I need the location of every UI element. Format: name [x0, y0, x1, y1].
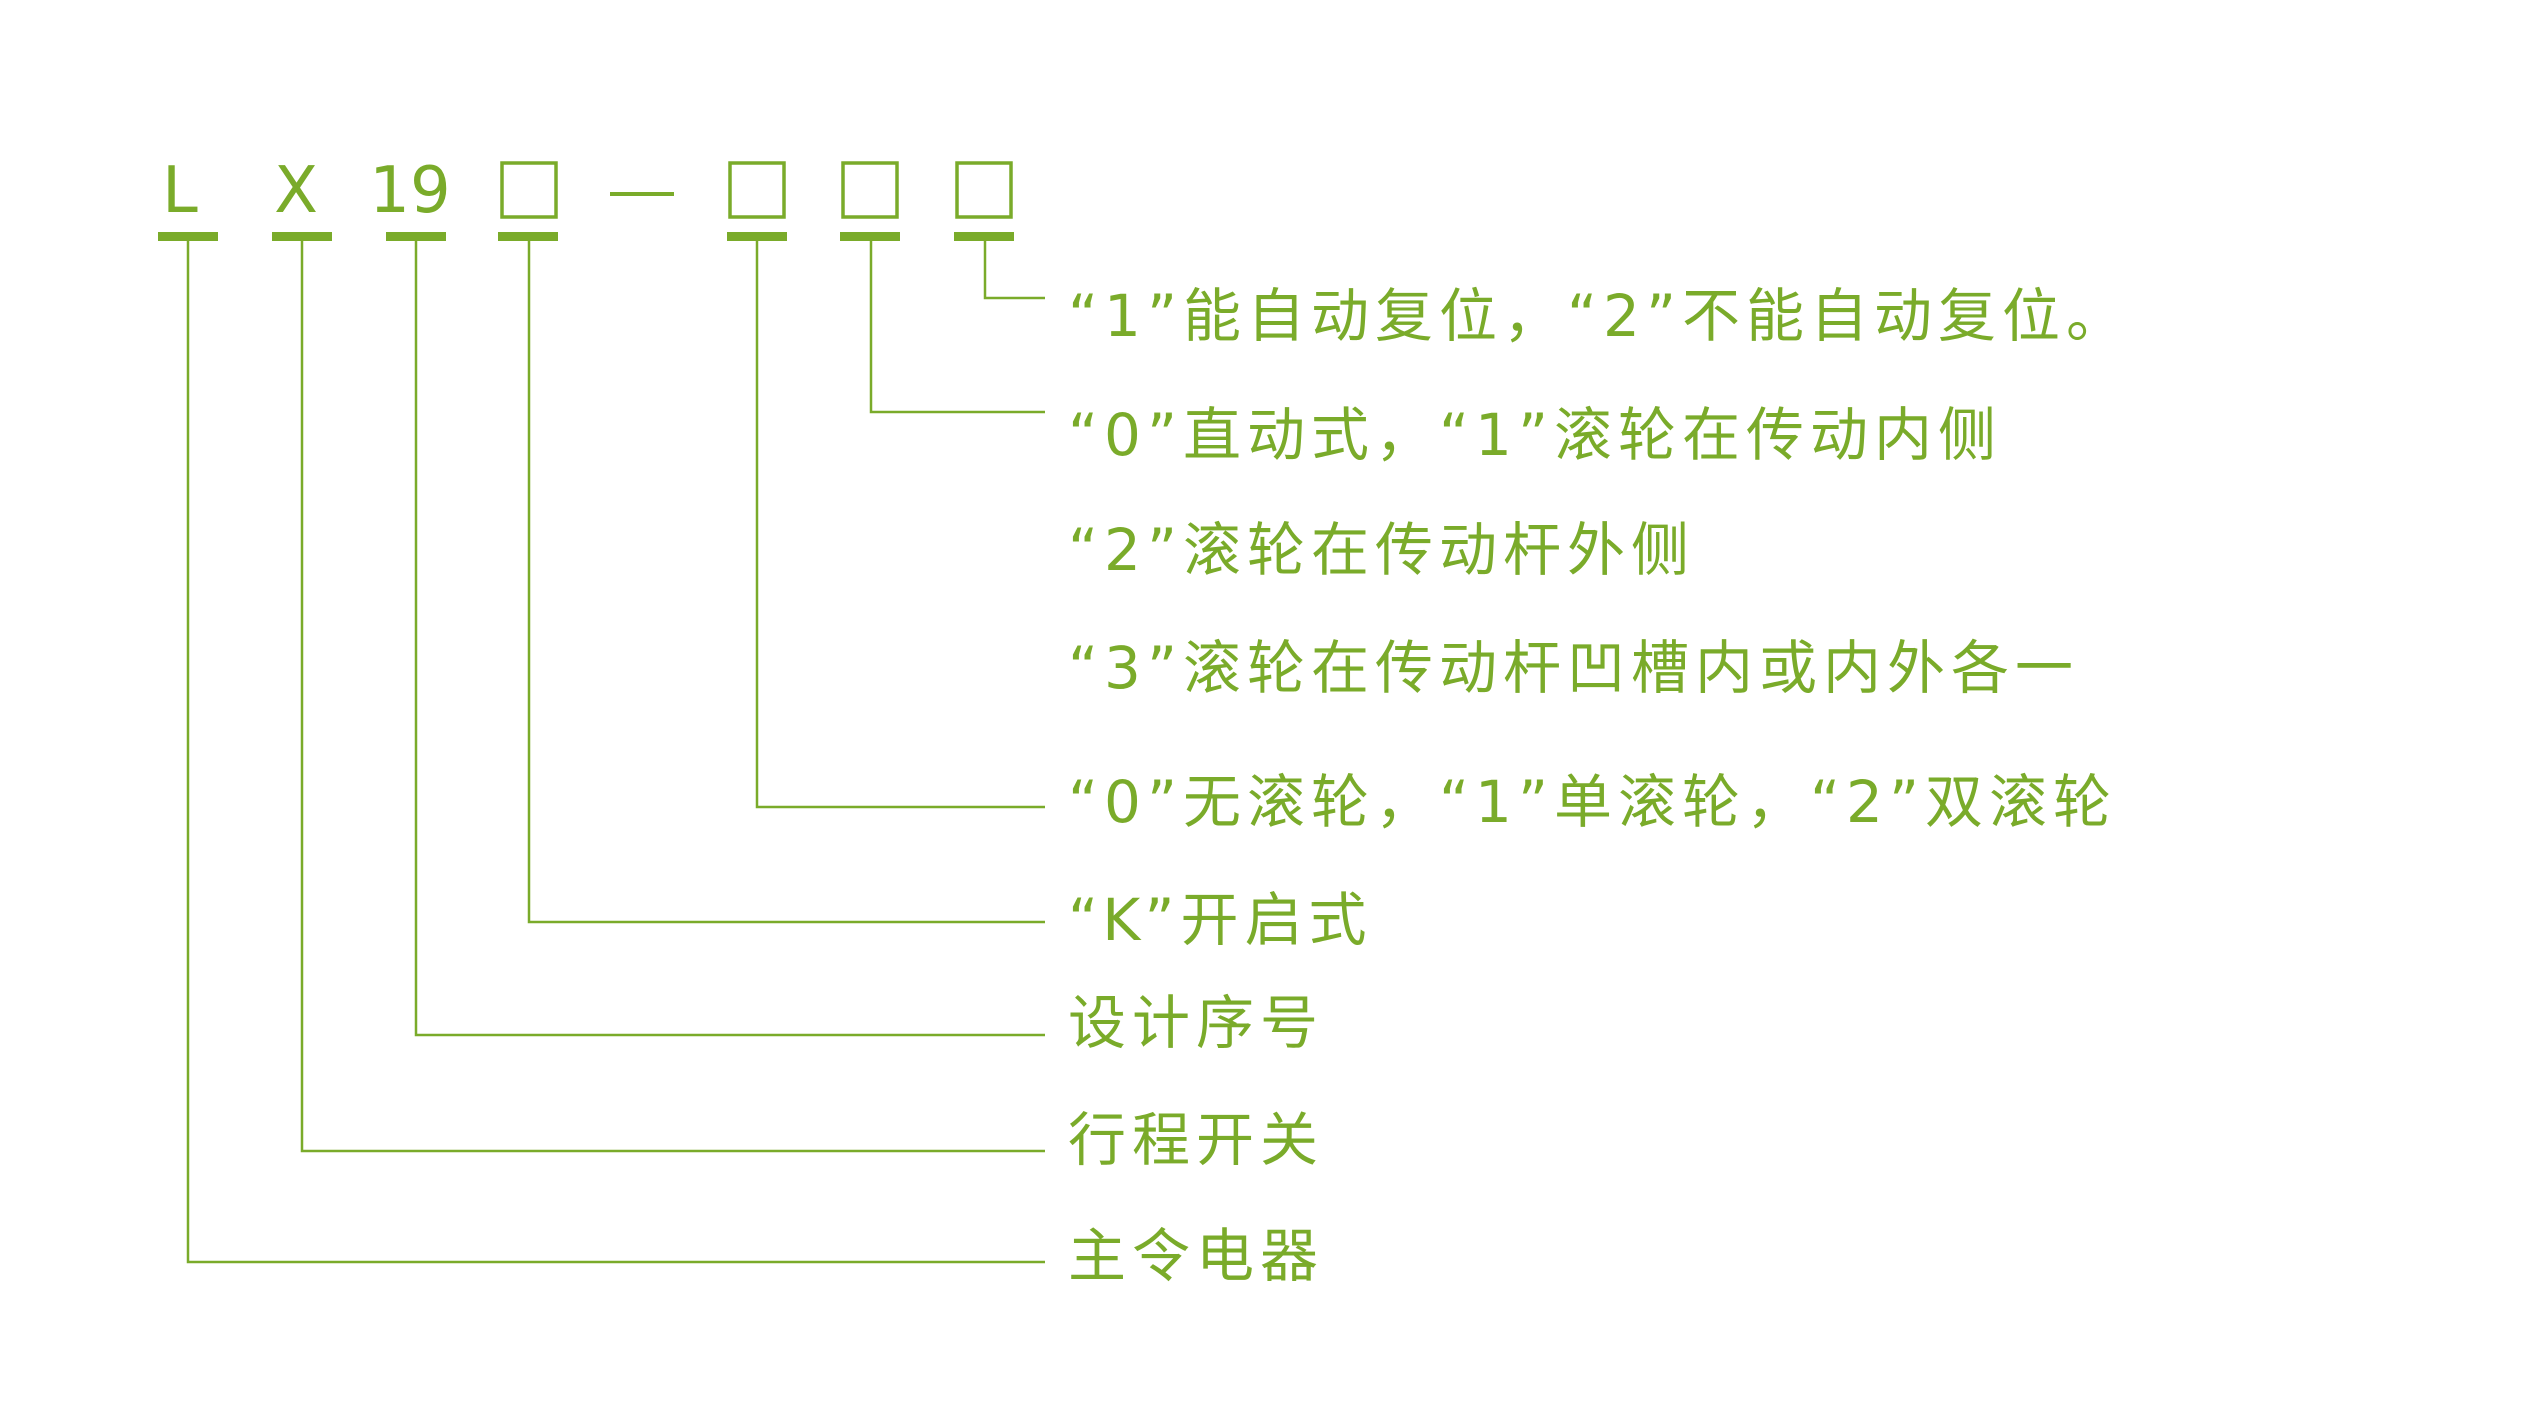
label-master-switch: 主令电器: [1068, 1222, 1324, 1290]
connector-line: [527, 241, 1045, 924]
connector-line: [755, 241, 1045, 809]
label-reset-mode: “1”能自动复位，“2”不能自动复位。: [1068, 282, 2130, 350]
placeholder-box-3: [841, 161, 899, 219]
connector-line: [300, 241, 1045, 1153]
label-drive-type-0-1: “0”直动式，“1”滚轮在传动内侧: [1068, 401, 2002, 469]
underline-bar: [954, 232, 1014, 241]
code-letter-l: L: [162, 154, 198, 228]
label-design-number: 设计序号: [1068, 989, 1324, 1057]
connector-line: [186, 241, 1045, 1264]
label-roller-count: “0”无滚轮，“1”单滚轮，“2”双滚轮: [1068, 768, 2117, 836]
placeholder-box-2: [728, 161, 786, 219]
label-open-type: “K”开启式: [1068, 886, 1373, 954]
underline-bar: [840, 232, 900, 241]
underline-bar: [386, 232, 446, 241]
connector-line: [869, 241, 1045, 414]
underline-bar: [158, 232, 218, 241]
placeholder-box-1: [500, 161, 558, 219]
placeholder-box-4: [955, 161, 1013, 219]
underline-bar: [498, 232, 558, 241]
connector-line: [983, 241, 1045, 300]
code-number: 19: [369, 154, 450, 228]
underline-bar: [272, 232, 332, 241]
code-letter-x: X: [274, 154, 318, 228]
label-drive-type-2: “2”滚轮在传动杆外侧: [1068, 516, 1695, 584]
label-travel-switch: 行程开关: [1068, 1106, 1324, 1174]
connector-line: [414, 241, 1045, 1037]
label-drive-type-3: “3”滚轮在传动杆凹槽内或内外各一: [1068, 634, 2079, 702]
underline-bar: [727, 232, 787, 241]
